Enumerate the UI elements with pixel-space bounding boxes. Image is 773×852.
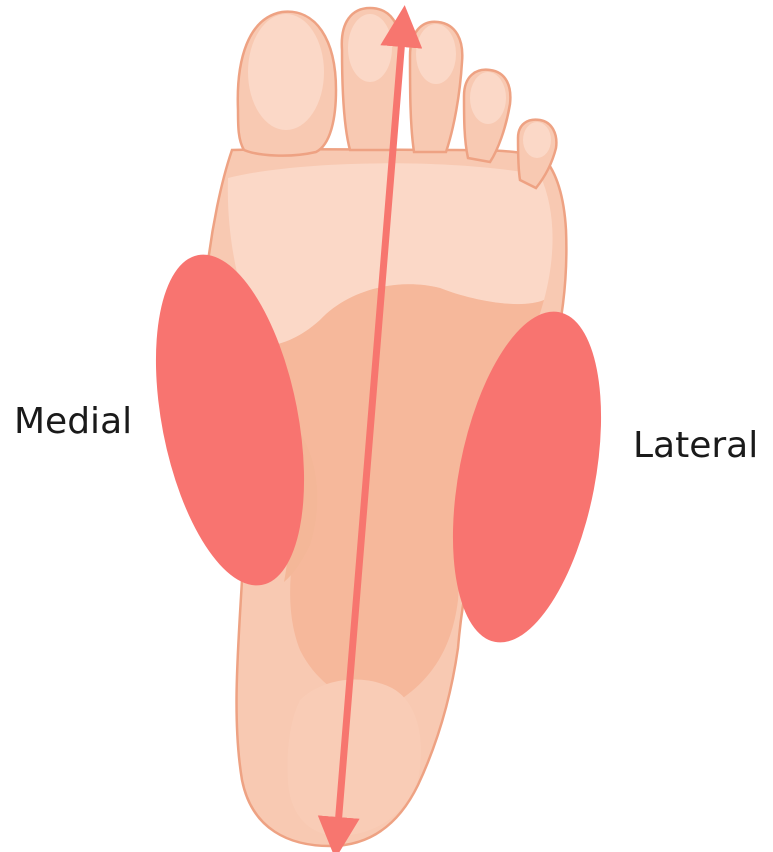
big-toe-pad: [248, 14, 324, 130]
lateral-label: Lateral: [633, 428, 758, 464]
third-toe-pad: [416, 24, 456, 84]
fourth-toe-pad: [470, 72, 506, 124]
second-toe-pad: [348, 14, 392, 82]
medial-label: Medial: [14, 404, 132, 440]
fifth-toe-pad: [523, 122, 551, 158]
